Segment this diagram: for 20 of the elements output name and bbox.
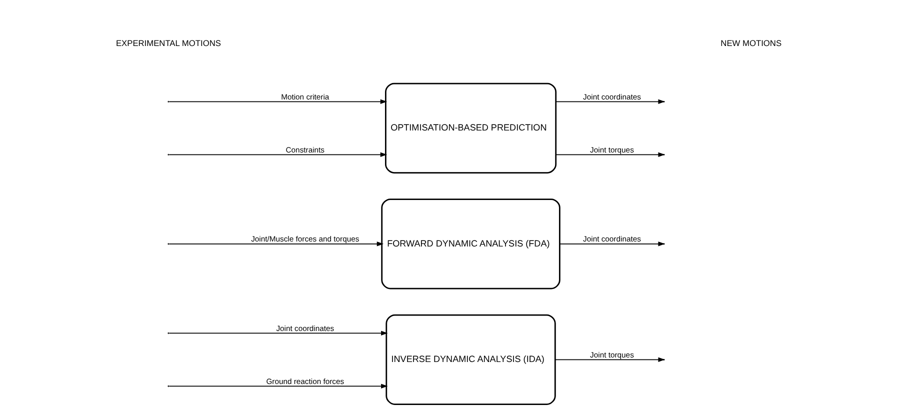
edge-label: Joint torques <box>590 145 634 154</box>
arrow <box>168 242 384 246</box>
node-box: OPTIMISATION-BASED PREDICTION <box>385 82 557 174</box>
label: NEW MOTIONS <box>720 38 782 48</box>
edge-label: Constraints <box>286 145 325 154</box>
arrow <box>168 384 388 389</box>
edge-label: Ground reaction forces <box>266 376 344 386</box>
edge-label: Joint coordinates <box>583 92 641 102</box>
edge-label: Joint/Muscle forces and torques <box>251 234 360 244</box>
edge-label: Motion criteria <box>281 92 330 102</box>
edge-label: Joint coordinates <box>583 234 641 244</box>
label: EXPERIMENTAL MOTIONS <box>116 38 221 48</box>
arrow <box>168 99 388 104</box>
arrow <box>168 152 388 157</box>
arrow <box>168 330 388 336</box>
edge-label: Joint torques <box>590 350 634 360</box>
arrow <box>554 357 665 362</box>
edge-label: Joint coordinates <box>276 324 334 333</box>
node-box: INVERSE DYNAMIC ANALYSIS (IDA) <box>386 314 556 405</box>
node-box: FORWARD DYNAMIC ANALYSIS (FDA) <box>381 198 560 290</box>
